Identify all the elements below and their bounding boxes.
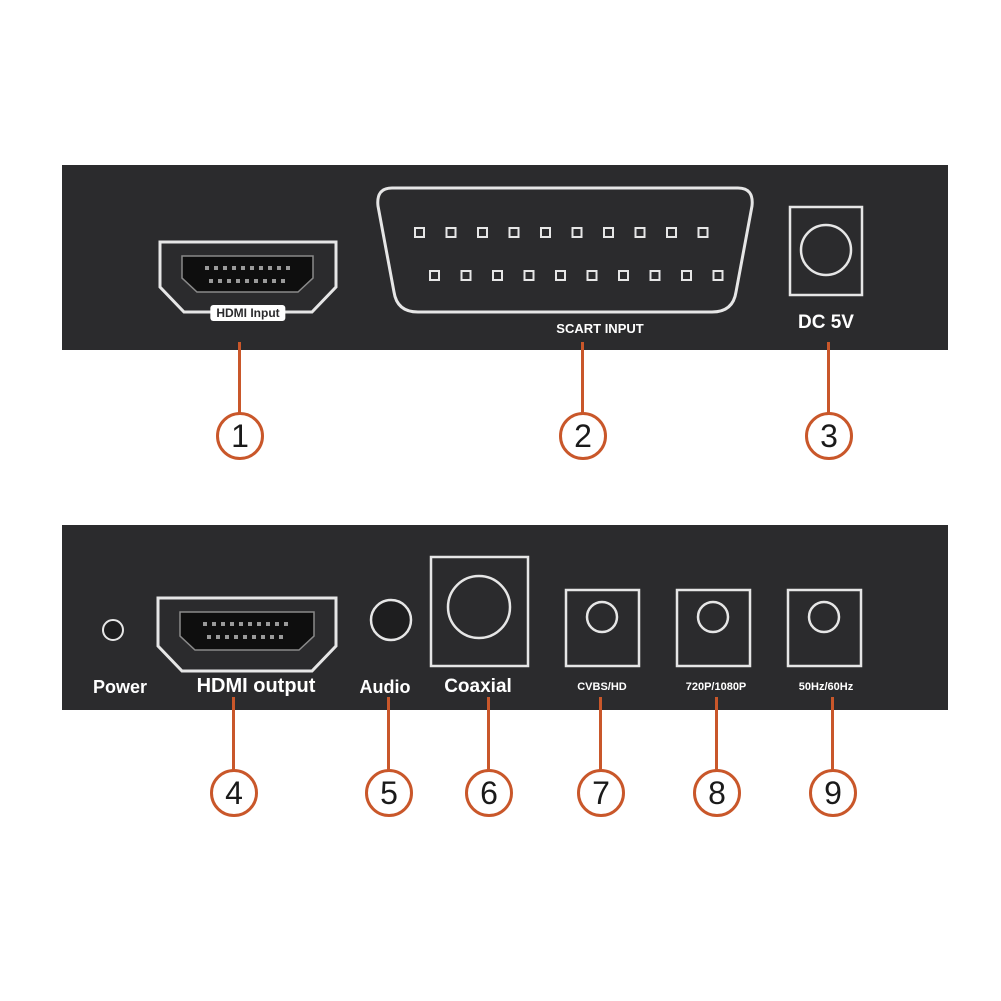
callout-5: 5 [365, 769, 413, 817]
dc-label: DC 5V [798, 312, 854, 333]
hdmi-pin [221, 622, 225, 626]
scart-pin [460, 270, 472, 281]
hdmi-pin [268, 266, 272, 270]
scart-pin [445, 227, 457, 238]
scart-pin [508, 227, 520, 238]
callout-1: 1 [216, 412, 264, 460]
hdmi-pin [261, 635, 265, 639]
hdmi-pin [252, 635, 256, 639]
dc-power-jack [788, 205, 864, 297]
hdmi-pin [272, 279, 276, 283]
hdmi-output-label: HDMI output [196, 675, 316, 697]
callout-6: 6 [465, 769, 513, 817]
callout-line-2 [581, 342, 584, 414]
hdmi-pin [232, 266, 236, 270]
cvbs-hd-switch [564, 588, 641, 668]
callout-line-8 [715, 697, 718, 771]
hdmi-pin [259, 266, 263, 270]
hdmi-pin [223, 266, 227, 270]
callout-line-9 [831, 697, 834, 771]
hdmi-pin [248, 622, 252, 626]
hdmi-pin [270, 635, 274, 639]
hdmi-pin [245, 279, 249, 283]
hdmi-input-label: HDMI Input [210, 305, 286, 321]
scart-pin [586, 270, 598, 281]
scart-pin [555, 270, 566, 281]
hdmi-input-port [158, 240, 338, 314]
hdmi-pin [277, 266, 281, 270]
scart-pin [603, 227, 614, 238]
scart-pin [666, 227, 677, 238]
power-label: Power [92, 677, 148, 697]
refresh-rate-switch [786, 588, 863, 668]
scart-pin [429, 270, 440, 281]
callout-line-6 [487, 697, 490, 771]
hdmi-pin [230, 622, 234, 626]
scart-pin [649, 270, 661, 281]
scart-input-label: SCART INPUT [556, 321, 644, 336]
hdmi-pin [284, 622, 288, 626]
hdmi-pin [218, 279, 222, 283]
hdmi-output-port [156, 596, 338, 673]
hdmi-pin [214, 266, 218, 270]
hdmi-pin [212, 622, 216, 626]
power-led [102, 619, 124, 641]
scart-pin [697, 227, 709, 238]
hdmi-pin [279, 635, 283, 639]
audio-jack [369, 598, 413, 642]
scart-pin [523, 270, 535, 281]
audio-label: Audio [359, 677, 411, 697]
hdmi-pin [241, 266, 245, 270]
scart-pin [571, 227, 583, 238]
scart-pin [492, 270, 503, 281]
callout-line-3 [827, 342, 830, 414]
hdmi-pin [207, 635, 211, 639]
hdmi-pin [205, 266, 209, 270]
hdmi-pin [250, 266, 254, 270]
hdmi-pin [239, 622, 243, 626]
callout-8: 8 [693, 769, 741, 817]
callout-7: 7 [577, 769, 625, 817]
callout-9: 9 [809, 769, 857, 817]
hdmi-pin [266, 622, 270, 626]
callout-line-4 [232, 697, 235, 771]
hdmi-pin [234, 635, 238, 639]
scart-input-port [376, 186, 754, 314]
scart-pin [414, 227, 425, 238]
hdmi-pin [257, 622, 261, 626]
hdmi-pin [243, 635, 247, 639]
hdmi-pin [236, 279, 240, 283]
coaxial-port [429, 555, 530, 668]
hdmi-pin [286, 266, 290, 270]
scart-pin [634, 227, 646, 238]
hdmi-pin [275, 622, 279, 626]
scart-pin [540, 227, 551, 238]
callout-line-7 [599, 697, 602, 771]
callout-line-5 [387, 697, 390, 771]
hdmi-pin [263, 279, 267, 283]
scart-pin [712, 270, 724, 281]
resolution-label: 720P/1080P [685, 681, 747, 693]
callout-line-1 [238, 342, 241, 414]
resolution-switch [675, 588, 752, 668]
refresh-label: 50Hz/60Hz [798, 681, 854, 693]
coaxial-label: Coaxial [444, 676, 512, 697]
hdmi-pin [254, 279, 258, 283]
hdmi-pin [216, 635, 220, 639]
callout-4: 4 [210, 769, 258, 817]
hdmi-pin [209, 279, 213, 283]
scart-pin [618, 270, 629, 281]
hdmi-pin [203, 622, 207, 626]
hdmi-pin [281, 279, 285, 283]
scart-pin [681, 270, 692, 281]
callout-2: 2 [559, 412, 607, 460]
hdmi-pin [225, 635, 229, 639]
hdmi-pin [227, 279, 231, 283]
callout-3: 3 [805, 412, 853, 460]
scart-pin [477, 227, 488, 238]
cvbs-label: CVBS/HD [577, 681, 627, 693]
